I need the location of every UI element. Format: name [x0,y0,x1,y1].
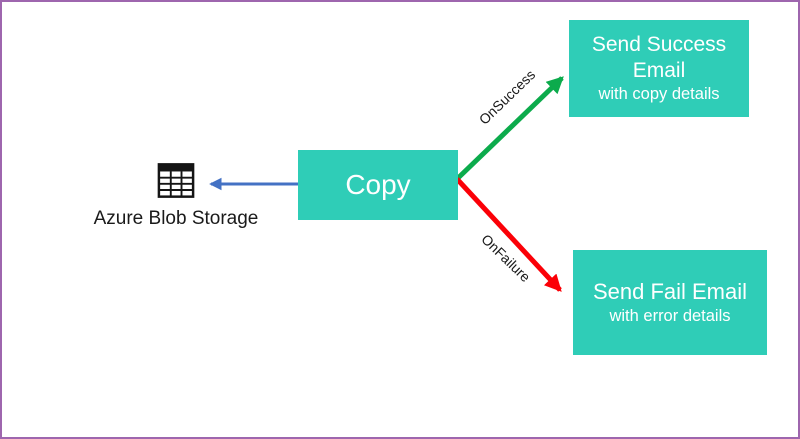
on-failure-edge-label: OnFailure [478,230,534,286]
fail-node-title: Send Fail Email [592,279,748,305]
copy-activity-label: Copy [345,169,411,200]
copy-activity-node: Copy [298,150,458,220]
table-icon [157,163,195,198]
source-node-azure-blob-storage: Azure Blob Storage [76,162,276,230]
source-label: Azure Blob Storage [93,208,259,229]
fail-node-subtitle: with error details [609,306,731,325]
success-node-subtitle: with copy details [598,85,720,104]
success-node-title: Send Success Email [591,32,727,82]
on-success-edge-label: OnSuccess [475,66,539,128]
send-fail-email-node: Send Fail Email with error details [573,250,767,355]
send-success-email-node: Send Success Email with copy details [569,20,749,117]
